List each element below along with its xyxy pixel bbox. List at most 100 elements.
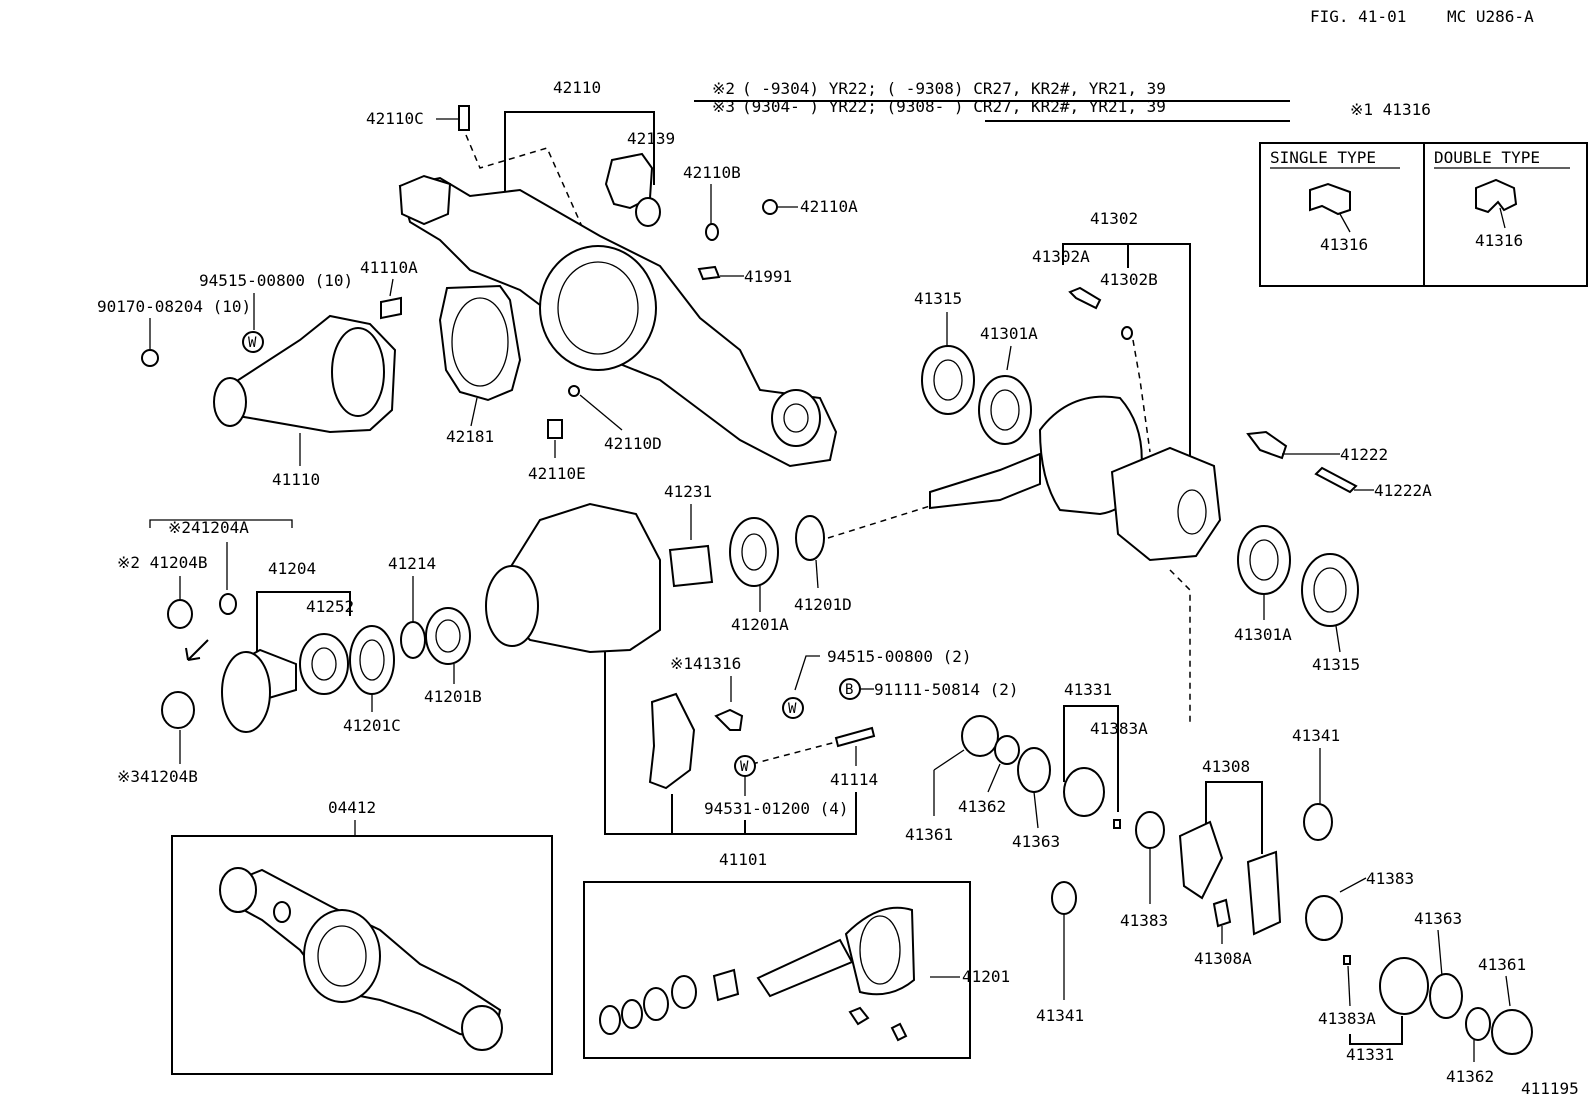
label-41302B: 41302B [1100,270,1158,289]
label-41110: 41110 [272,470,320,489]
label-41361-top: 41361 [905,825,953,844]
label-41363-bottom: 41363 [1414,909,1462,928]
spacer-41231-icon [668,544,714,588]
leader-41362-top [987,763,1001,793]
housing-center-opening [557,261,639,355]
leader-42181 [470,397,478,427]
label-94531-01200-4: 94531-01200 (4) [704,799,849,818]
label-41302: 41302 [1090,209,1138,228]
single-type-leader [1339,213,1351,233]
dash-bolt-41114 [751,741,837,765]
bracket-41308 [1205,781,1263,854]
label-41341-bottom: 41341 [1036,1006,1084,1025]
washer-symbol-94515-2 [782,697,804,719]
washer-41362-top-icon [994,735,1020,765]
lsd-plate-41308-b [1246,850,1282,936]
lsd-plate-41308-a [1178,820,1224,900]
sensor-42139-cap [635,197,661,227]
leader-41315-bottom [1335,625,1341,653]
label-41204B-note2: ※2 41204B [117,553,207,572]
plate-41222-icon [1246,430,1288,460]
adjusting-nut-41315-top [921,345,975,415]
washer-symbol-94515-10 [242,331,264,353]
bearing-41201A-icon [729,517,779,587]
double-type-leader [1499,207,1506,229]
label-41201D: 41201D [794,595,852,614]
double-type-lock-plate-icon [1475,178,1518,214]
leader-41361-bottom [1505,975,1511,1007]
bracket-42110 [504,111,655,205]
label-41222: 41222 [1340,445,1388,464]
stud-41110A-icon [380,296,402,320]
label-41231: 41231 [664,482,712,501]
companion-flange-41204-face [221,651,271,733]
label-41315-bottom: 41315 [1312,655,1360,674]
label-41383A-top: 41383A [1090,719,1148,738]
leader-41361-top [933,749,965,771]
label-41204A: ※241204A [168,518,249,537]
label-41316: ※141316 [670,654,741,673]
side-gear-41331-bottom [1379,957,1429,1015]
bearing-41201B-bore [435,619,461,653]
washer-symbol-text-a: W [248,335,257,351]
applicability-notes: ※2 ( -9304) YR22; ( -9308) CR27, KR2#, Y… [694,79,1290,122]
leader-41383-bottom [1339,877,1367,893]
axle-housing-04412-opening [317,925,367,987]
label-41101: 41101 [719,850,767,869]
label-41201A: 41201A [731,615,789,634]
label-41331-bottom: 41331 [1346,1045,1394,1064]
pinion-41341-top-icon [1303,803,1333,841]
bolt-41302A-icon [1068,286,1102,310]
nut-41204B-note2-icon [167,599,193,629]
washer-41362-bottom-icon [1465,1007,1491,1041]
leader-42110D [579,394,623,431]
side-gear-41331-top [1063,767,1105,817]
bearing-41301A-top-bore [990,389,1020,431]
label-41991: 41991 [744,267,792,286]
note3-text: (9304- ) YR22; (9308- ) CR27, KR2#, YR21… [742,97,1166,116]
washer-41383-bottom-icon [1305,895,1343,941]
bearing-41301A-bottom-bore [1249,539,1279,581]
ring-pinion-41201-box: 41201 [583,881,1010,1059]
kit-ring-gear-icon [844,906,916,996]
kit-bearing-front-icon [643,987,669,1021]
washer-41361-top-icon [961,715,999,757]
label-41201B: 41201B [424,687,482,706]
catalog-number: 411195 [1521,1079,1579,1098]
differential-case-hub [1177,489,1207,535]
kit-spacer-icon [712,968,740,1002]
adjusting-nut-41315-bottom [1301,553,1359,627]
type-selection-box: ※1 41316 SINGLE TYPE DOUBLE TYPE 41316 4… [1259,100,1588,287]
bracket-41331-top [1063,705,1119,812]
breather-plug-icon [458,105,470,131]
bracket-41331-bottom [1349,1016,1403,1045]
label-41114: 41114 [830,770,878,789]
label-41252: 41252 [306,597,354,616]
label-41204: 41204 [268,559,316,578]
lock-plate-41316-icon [714,708,744,731]
oil-seal-41252-bore [311,647,337,681]
type-box-title: ※1 41316 [1350,100,1431,119]
kit-pinion-shaft-icon [756,938,854,998]
housing-right-flange [771,389,821,447]
washer-41201D-icon [795,515,825,561]
washer-41363-top-icon [1017,747,1051,793]
bolt-41222A-icon [1314,466,1358,494]
leader-41301A-top [1006,345,1012,371]
carrier-41101-group: ※241204A ※2 41204B 41204 41252 41214 412… [117,482,1019,869]
pin-41383A-top [1113,819,1121,829]
label-41308: 41308 [1202,757,1250,776]
bearing-41201C-icon [349,625,395,695]
label-41383-top: 41383 [1120,911,1168,930]
slinger-41214-icon [400,621,426,659]
dash-42110C [465,134,589,241]
pin-41383A-bottom [1343,955,1351,965]
note3-mark: ※3 [712,97,735,116]
bearing-cap-icon [648,692,696,790]
bearing-41301A-bottom [1237,525,1291,595]
label-41331-top: 41331 [1064,680,1112,699]
double-type-label: DOUBLE TYPE [1434,148,1540,167]
gasket-42110B-icon [705,223,719,241]
label-41301A-bottom: 41301A [1234,625,1292,644]
bearing-41201A-bore [741,533,767,571]
